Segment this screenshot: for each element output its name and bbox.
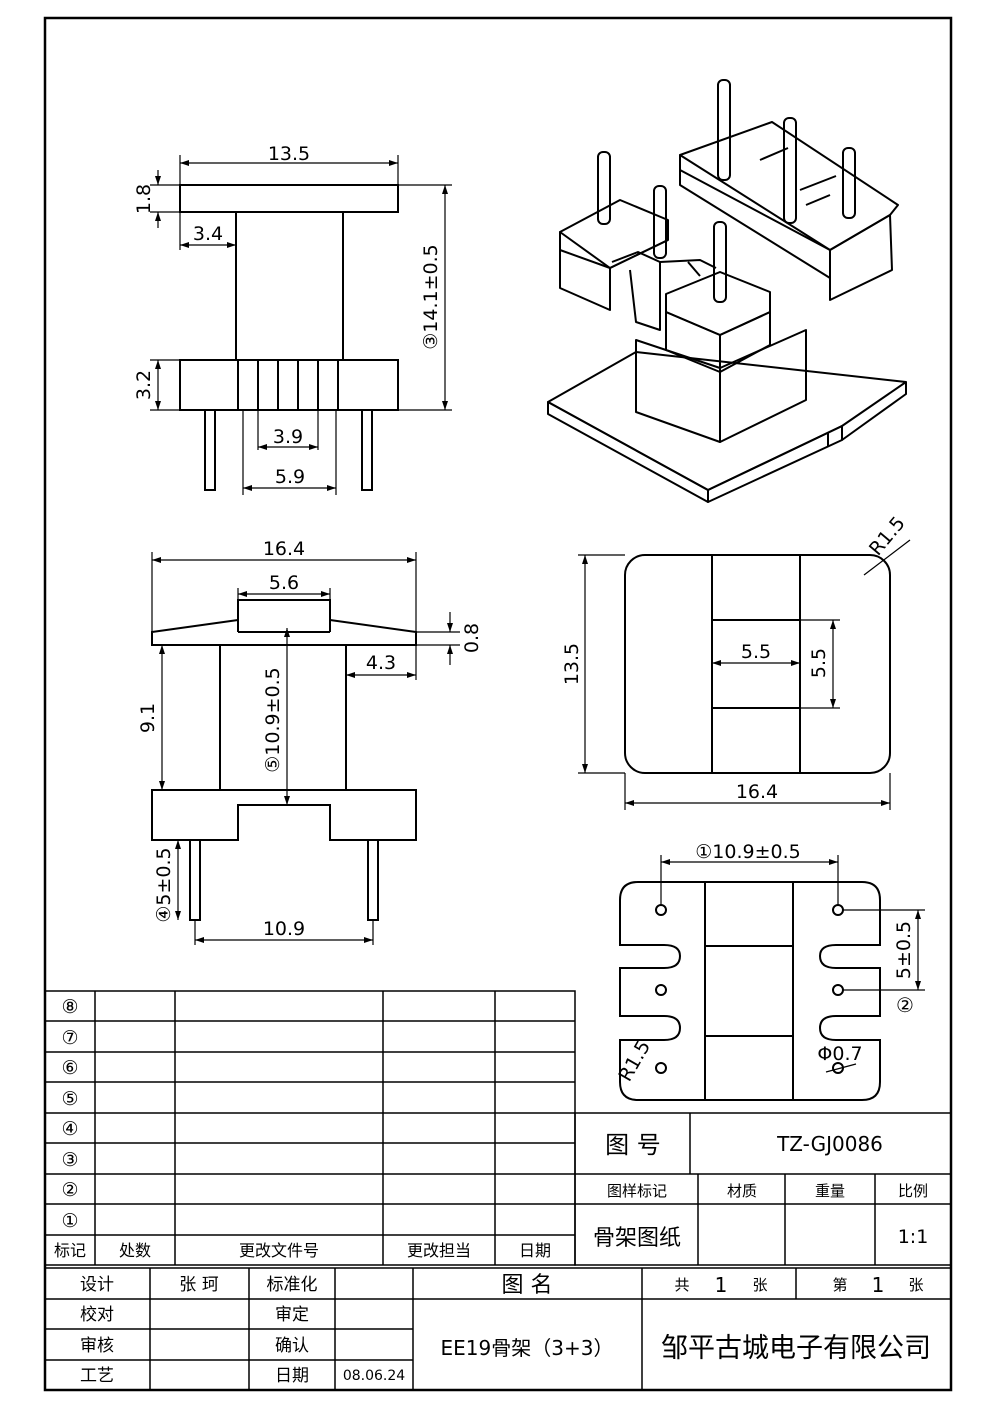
dim-bottom-pin-pitch-marker: ② bbox=[896, 993, 914, 1017]
revision-marker-8: ⑧ bbox=[61, 996, 78, 1018]
design-label: 设计 bbox=[80, 1275, 114, 1295]
part-name: EE19骨架（3+3） bbox=[441, 1336, 614, 1360]
dim-front-core-offset: 3.4 bbox=[193, 223, 223, 245]
side-view bbox=[151, 599, 417, 921]
sheet-no-label: 第 bbox=[832, 1276, 847, 1294]
dim-front-top-flange: 1.8 bbox=[133, 184, 155, 214]
dim-side-pin-length: ④5±0.5 bbox=[153, 847, 175, 922]
dim-side-flange: 0.8 bbox=[461, 623, 483, 653]
date-label: 日期 bbox=[275, 1366, 309, 1386]
sheets-total-unit: 张 bbox=[752, 1276, 767, 1294]
dim-side-total: ⑤10.9±0.5 bbox=[262, 667, 284, 772]
drawing-number-label: 图 号 bbox=[605, 1131, 661, 1159]
revision-header-date: 日期 bbox=[519, 1241, 551, 1260]
review-label: 审定 bbox=[275, 1305, 309, 1325]
front-view bbox=[179, 184, 399, 491]
sheets-total: 1 bbox=[715, 1273, 728, 1297]
drawing-name-label: 图 名 bbox=[502, 1273, 553, 1298]
dim-side-height: 9.1 bbox=[137, 703, 159, 733]
revision-headers: 标记 处数 更改文件号 更改担当 日期 bbox=[54, 1241, 551, 1260]
dim-bottom-hole: Φ0.7 bbox=[817, 1043, 862, 1065]
sheet-no: 1 bbox=[872, 1273, 885, 1297]
dim-top-radius: R1.5 bbox=[865, 512, 910, 559]
header-weight: 重量 bbox=[815, 1182, 845, 1200]
designer-name: 张 珂 bbox=[179, 1275, 218, 1295]
revision-marker-7: ⑦ bbox=[61, 1027, 78, 1049]
dim-top-core-height: 5.5 bbox=[808, 648, 830, 678]
bottom-view-dimensions bbox=[660, 855, 925, 1073]
dim-bottom-pin-span: ①10.9±0.5 bbox=[695, 841, 800, 863]
sheets-total-label: 共 bbox=[674, 1276, 689, 1294]
header-material: 材质 bbox=[727, 1182, 757, 1200]
audit-label: 审核 bbox=[80, 1336, 114, 1356]
isometric-view bbox=[547, 79, 907, 503]
dim-side-width: 16.4 bbox=[263, 538, 305, 560]
dim-front-total-height: ③14.1±0.5 bbox=[420, 244, 442, 349]
dim-front-inner-slot: 3.9 bbox=[273, 426, 303, 448]
revision-marker-2: ② bbox=[61, 1179, 78, 1201]
revision-table bbox=[44, 990, 576, 1266]
dim-front-width: 13.5 bbox=[268, 143, 310, 165]
process-label: 工艺 bbox=[80, 1366, 114, 1386]
dim-front-outer-slot: 5.9 bbox=[275, 466, 305, 488]
bottom-view bbox=[619, 881, 881, 1101]
company-name: 邹平古城电子有限公司 bbox=[661, 1333, 931, 1364]
drawing-number: TZ-GJ0086 bbox=[776, 1132, 883, 1156]
revision-marker-4: ④ bbox=[61, 1118, 78, 1140]
revision-header-owner: 更改担当 bbox=[407, 1241, 471, 1260]
header-sample-mark: 图样标记 bbox=[607, 1182, 667, 1200]
dim-top-width: 16.4 bbox=[736, 781, 778, 803]
revision-marker-3: ③ bbox=[61, 1149, 78, 1171]
scale-value: 1:1 bbox=[898, 1226, 929, 1248]
dim-side-step: 4.3 bbox=[366, 652, 396, 674]
revision-marker-5: ⑤ bbox=[61, 1088, 78, 1110]
top-view-dimensions bbox=[578, 539, 911, 810]
sample-mark-value: 骨架图纸 bbox=[593, 1226, 681, 1251]
front-view-dimensions bbox=[150, 155, 452, 495]
dim-side-top-width: 5.6 bbox=[269, 572, 299, 594]
revision-header-doc-no: 更改文件号 bbox=[239, 1241, 319, 1260]
standard-label: 标准化 bbox=[267, 1275, 318, 1295]
dim-top-height: 13.5 bbox=[561, 643, 583, 685]
revision-header-count: 处数 bbox=[119, 1241, 151, 1260]
title-block-lower bbox=[44, 1267, 952, 1391]
dim-side-pin-span: 10.9 bbox=[263, 918, 305, 940]
top-view bbox=[624, 554, 891, 774]
revision-marker-6: ⑥ bbox=[61, 1057, 78, 1079]
dim-front-base-height: 3.2 bbox=[133, 370, 155, 400]
confirm-label: 确认 bbox=[275, 1336, 309, 1356]
check-label: 校对 bbox=[80, 1305, 114, 1325]
side-view-dimensions bbox=[151, 552, 460, 945]
revision-row-markers: ⑧ ⑦ ⑥ ⑤ ④ ③ ② ① bbox=[61, 996, 78, 1232]
date-value: 08.06.24 bbox=[343, 1368, 405, 1384]
dim-bottom-pin-pitch: 5±0.5 bbox=[893, 921, 915, 979]
revision-header-mark: 标记 bbox=[54, 1241, 86, 1260]
title-block-upper bbox=[574, 1112, 952, 1266]
sheet-no-unit: 张 bbox=[908, 1276, 923, 1294]
revision-marker-1: ① bbox=[61, 1210, 78, 1232]
dim-top-core-width: 5.5 bbox=[741, 641, 771, 663]
header-scale: 比例 bbox=[898, 1182, 928, 1200]
